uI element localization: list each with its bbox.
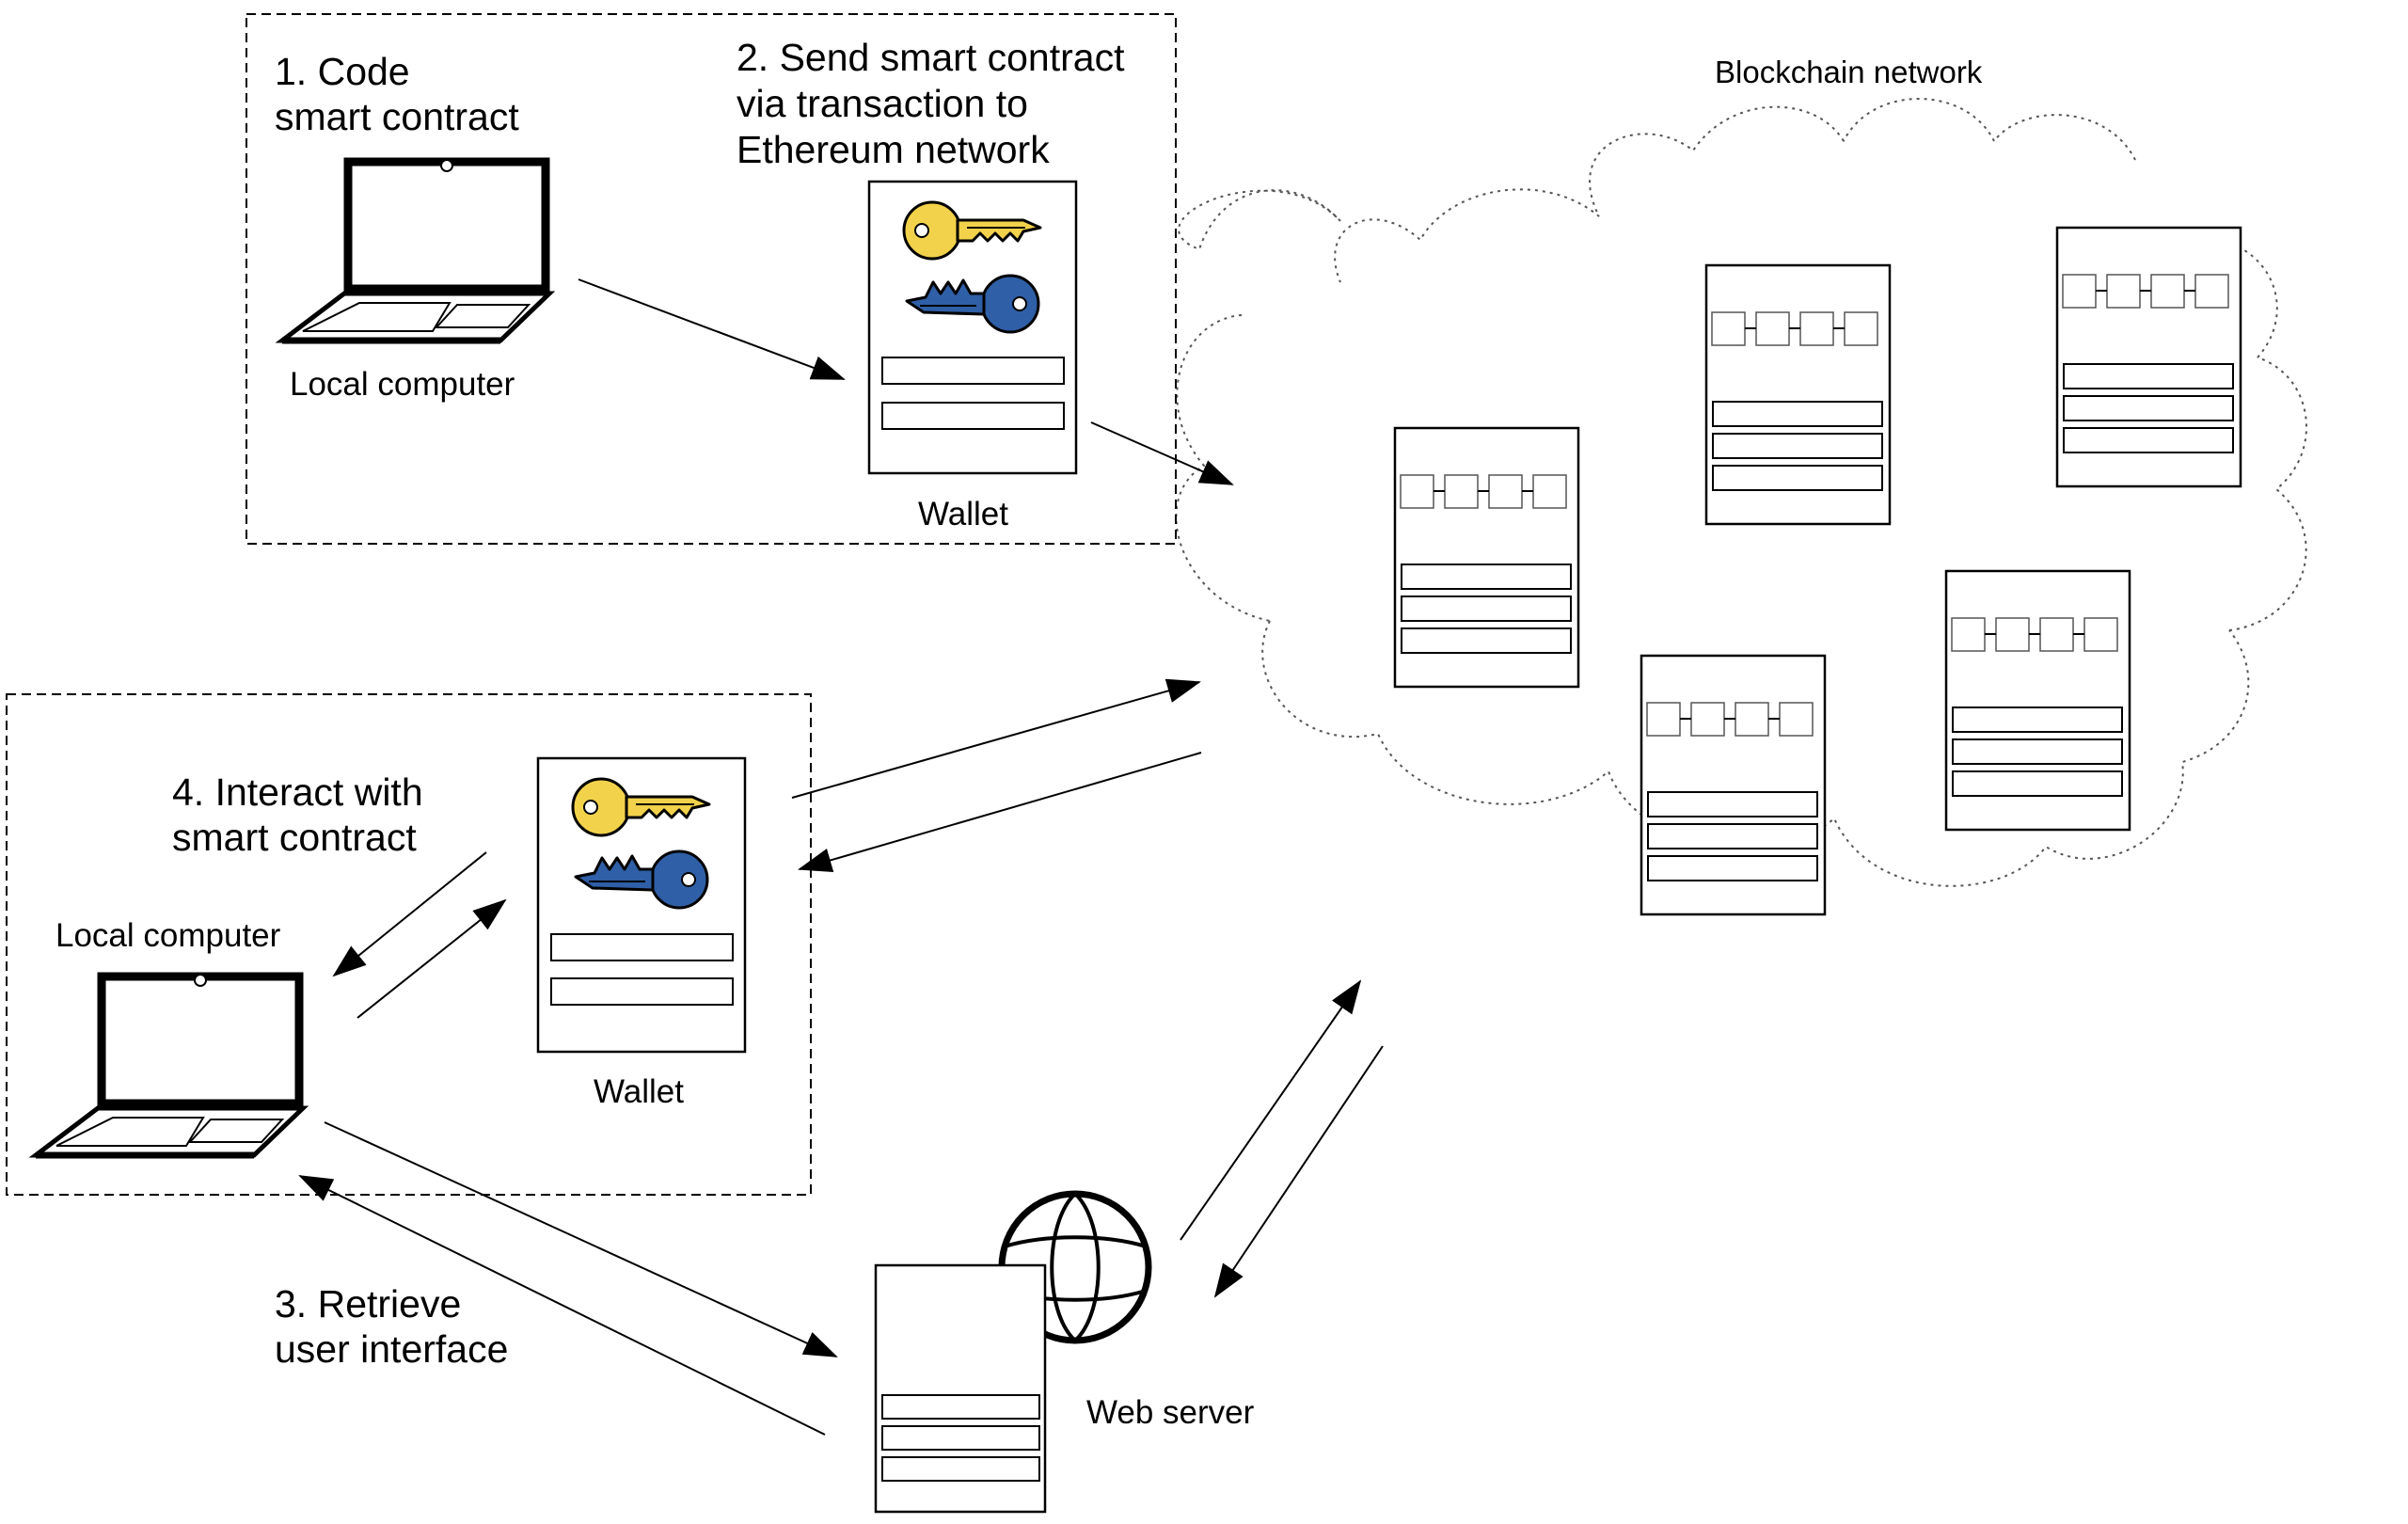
- step-2-label: 2. Send smart contract via transaction t…: [737, 36, 1135, 171]
- deploy-frame: [246, 13, 1177, 545]
- step-3-line2: user interface: [275, 1327, 508, 1371]
- arrow-wallet-to-network: [1090, 421, 1234, 485]
- server-node-icon: [2055, 226, 2242, 488]
- server-node-icon: [1640, 654, 1827, 916]
- interact-frame: [6, 693, 812, 1196]
- step-2-line3: Ethereum network: [737, 128, 1050, 171]
- arrow-wallet-to-network-2: [791, 678, 1201, 799]
- arrow-laptop-to-wallet-2: [356, 898, 507, 1019]
- arrow-network-to-wallet: [798, 752, 1202, 873]
- step-4-line1: 4. Interact with: [172, 770, 423, 814]
- laptop-icon: [282, 160, 549, 341]
- wallet-icon: [536, 756, 747, 1054]
- local-computer-top-label: Local computer: [290, 366, 515, 403]
- arrows: [298, 278, 1384, 1436]
- network-label: Blockchain network: [1715, 55, 1983, 89]
- server-node-icon: [1393, 426, 1580, 689]
- laptop-icon: [36, 975, 303, 1155]
- web-server-icon: [874, 1263, 1047, 1514]
- step-2-line1: 2. Send smart contract: [737, 36, 1125, 79]
- wallet-icon: [867, 180, 1078, 475]
- server-node-icon: [1944, 569, 2131, 832]
- arrow-network-to-webserver: [1213, 1045, 1384, 1298]
- step-3-line1: 3. Retrieve: [275, 1282, 461, 1326]
- arrow-webserver-to-network: [1180, 979, 1362, 1241]
- arrow-wallet-to-laptop: [332, 851, 487, 977]
- web-server-label: Web server: [1086, 1394, 1255, 1431]
- arrow-laptop-to-wallet: [578, 278, 846, 380]
- arrow-laptop-to-webserver: [324, 1121, 838, 1357]
- step-4-line2: smart contract: [172, 816, 417, 859]
- arrow-webserver-to-laptop: [298, 1175, 826, 1436]
- step-1-label: 1. Code smart contract: [275, 50, 519, 138]
- step-1-line2: smart contract: [275, 95, 519, 138]
- step-4-label: 4. Interact with smart contract: [172, 770, 434, 859]
- server-node-icon: [1704, 263, 1892, 526]
- wallet-top-label: Wallet: [918, 496, 1008, 532]
- step-2-line2: via transaction to: [737, 82, 1028, 125]
- step-1-line1: 1. Code: [275, 50, 410, 93]
- step-3-label: 3. Retrieve user interface: [275, 1282, 508, 1371]
- local-computer-bottom-label: Local computer: [55, 917, 281, 954]
- wallet-bottom-label: Wallet: [594, 1073, 684, 1110]
